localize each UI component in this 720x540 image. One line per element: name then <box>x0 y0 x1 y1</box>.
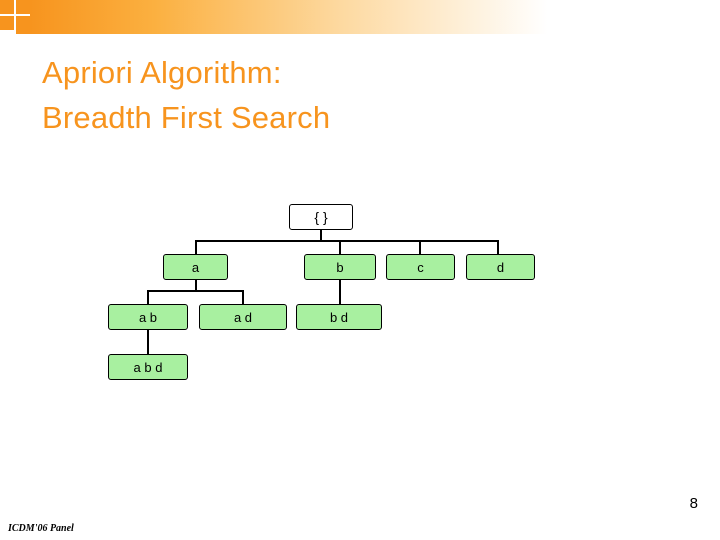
header-square-4 <box>16 16 30 34</box>
connector-root-horizontal <box>195 240 498 242</box>
footer-label: ICDM'06 Panel <box>8 523 74 534</box>
connector-a-horizontal <box>147 290 244 292</box>
node-ab[interactable]: a b <box>108 304 188 330</box>
node-ad[interactable]: a d <box>199 304 287 330</box>
node-c[interactable]: c <box>386 254 455 280</box>
connector-root-to-a <box>195 240 197 254</box>
header-square-2 <box>16 0 30 14</box>
slide-title-line-2: Breadth First Search <box>42 100 331 135</box>
node-a[interactable]: a <box>163 254 228 280</box>
node-d[interactable]: d <box>466 254 535 280</box>
node-root[interactable]: { } <box>289 204 353 230</box>
connector-root-to-b <box>339 240 341 254</box>
header-square-3 <box>0 16 14 30</box>
slide-title-line-1: Apriori Algorithm: <box>42 55 282 90</box>
header-gradient <box>30 0 720 34</box>
connector-root-stem <box>320 230 322 240</box>
node-bd[interactable]: b d <box>296 304 382 330</box>
lattice-diagram: { } a b c d a b a d b d a b d <box>0 180 720 440</box>
page-number: 8 <box>689 495 698 512</box>
node-b[interactable]: b <box>304 254 376 280</box>
connector-a-to-ab <box>147 290 149 304</box>
connector-a-stem <box>195 280 197 290</box>
node-abd[interactable]: a b d <box>108 354 188 380</box>
connector-root-to-d <box>497 240 499 254</box>
connector-root-to-c <box>419 240 421 254</box>
slide-title: Apriori Algorithm: Breadth First Search <box>42 50 682 140</box>
connector-b-to-bd <box>339 280 341 304</box>
header-square-1 <box>0 0 14 14</box>
connector-ab-to-abd <box>147 330 149 354</box>
connector-a-to-ad <box>242 290 244 304</box>
header-decoration-bar <box>0 0 720 34</box>
